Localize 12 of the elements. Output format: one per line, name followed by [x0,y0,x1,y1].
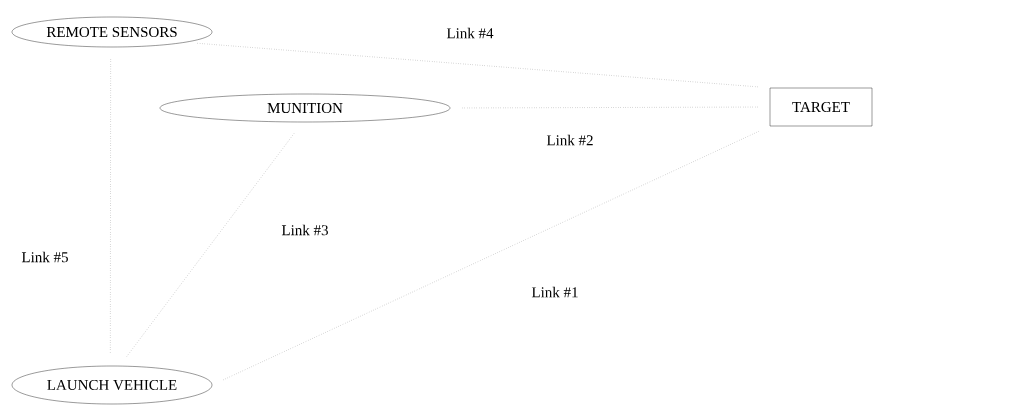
edge-label: Link #2 [545,133,595,147]
dotted-line [110,59,111,354]
edge-label: Link #3 [280,223,330,237]
dotted-line [126,131,296,357]
dotted-line [197,43,759,88]
ellipse-node: REMOTE SENSORS [11,16,213,48]
edge-label: Link #4 [445,26,495,40]
ellipse-node: MUNITION [159,93,451,123]
edge-label: Link #1 [530,285,580,299]
ellipse-node: LAUNCH VEHICLE [11,365,213,405]
edge-label: Link #5 [20,250,70,264]
target-box: TARGET [769,87,873,127]
